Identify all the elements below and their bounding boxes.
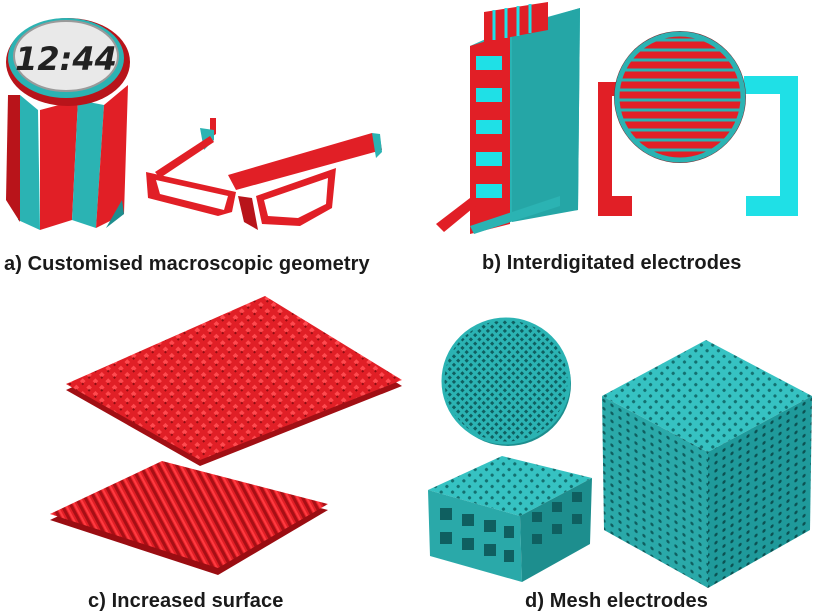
lattice-block-icon <box>428 456 592 582</box>
wristwatch-model-icon: 12:44 <box>6 18 130 230</box>
caption-d: d) Mesh electrodes <box>525 590 708 612</box>
eyeglasses-model-icon <box>146 118 382 230</box>
pillar-array-surface-icon <box>66 296 402 466</box>
caption-b: b) Interdigitated electrodes <box>482 252 742 274</box>
mesh-disc-icon <box>441 317 571 446</box>
caption-c: c) Increased surface <box>88 590 284 612</box>
circular-interdigitated-electrode-icon <box>598 31 798 216</box>
interdigitated-comb-electrode-icon <box>436 2 580 234</box>
ridged-surface-icon <box>50 461 328 575</box>
caption-a: a) Customised macroscopic geometry <box>4 253 370 275</box>
mesh-cube-icon <box>602 340 812 588</box>
watch-time: 12:44 <box>15 40 117 78</box>
